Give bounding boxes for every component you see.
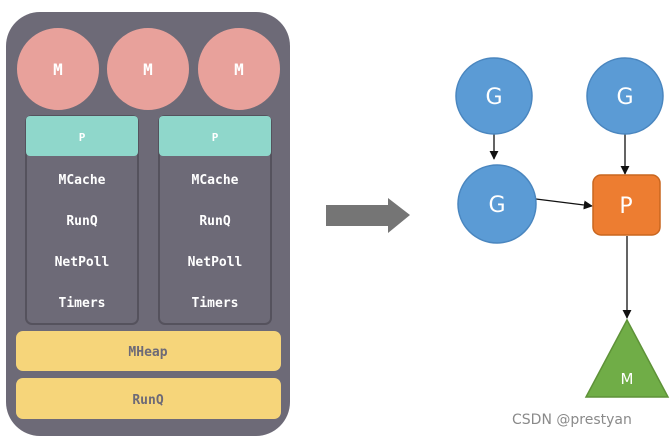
processor-2-mcache: MCache [192,173,239,188]
processor-2-timers: Timers [192,296,239,311]
processor-box-1: P MCache RunQ NetPoll Timers [25,115,139,325]
processor-1-runq: RunQ [66,214,97,229]
processor-2-header-label: P [212,131,219,144]
m-node-label: M [621,370,634,388]
transition-arrow [326,198,410,233]
m-circle-1: M [15,26,101,112]
p-node-label: P [619,194,632,219]
runtime-panel: M M M P MCache RunQ NetPoll Timers P MCa… [6,12,290,436]
processor-2-runq: RunQ [199,214,230,229]
g-node-3: G [457,164,537,244]
g-node-1: G [455,57,533,135]
g-node-2: G [586,57,664,135]
gpm-diagram: G G G P M [455,57,670,398]
watermark: CSDN @prestyan [512,412,632,428]
processor-box-2: P MCache RunQ NetPoll Timers [158,115,272,325]
processor-2-header [159,116,271,156]
m-circle-3: M [196,26,282,112]
global-runq-bar: RunQ [16,378,281,419]
mheap-label: MHeap [128,345,167,360]
global-runq-label: RunQ [132,393,163,408]
m-circle-2: M [105,26,191,112]
m-circle-3-label: M [234,60,244,79]
m-node: M [584,318,670,398]
processor-1-header-label: P [79,131,86,144]
m-circle-1-label: M [53,60,63,79]
g-node-3-label: G [488,193,505,218]
p-node: P [592,174,661,236]
processor-1-timers: Timers [59,296,106,311]
m-circle-2-label: M [143,60,153,79]
g-node-2-label: G [616,85,633,110]
processor-1-netpoll: NetPoll [55,255,110,270]
processor-2-netpoll: NetPoll [188,255,243,270]
mheap-bar: MHeap [16,331,281,371]
g-node-1-label: G [485,85,502,110]
edge-g3-to-p [535,198,593,210]
processor-1-mcache: MCache [59,173,106,188]
processor-1-header [26,116,138,156]
